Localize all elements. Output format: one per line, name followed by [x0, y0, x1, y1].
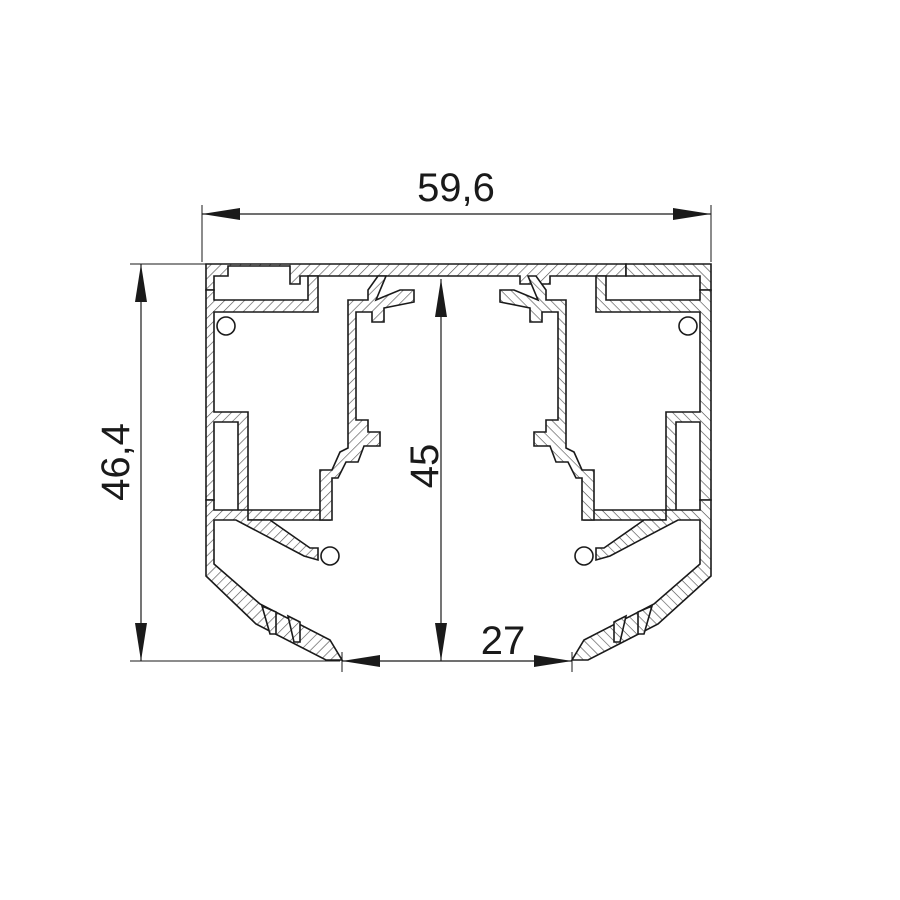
left-lower-leg — [205, 499, 344, 661]
left-slot-top — [216, 316, 236, 336]
height-dimension: 46,4 — [94, 264, 147, 661]
left-inner-wall — [319, 275, 415, 521]
left-slope-clip — [260, 604, 301, 643]
top-flange — [205, 263, 627, 291]
height-dimension-label: 46,4 — [94, 423, 138, 501]
profile-left-half — [205, 263, 627, 661]
opening-dimension: 27 — [342, 619, 572, 667]
width-dimension: 59,6 — [202, 166, 711, 220]
inner-height-dimension: 45 — [403, 279, 447, 661]
profile-right-half — [499, 263, 712, 661]
left-outer-wall — [205, 275, 331, 521]
opening-dimension-label: 27 — [481, 619, 526, 663]
inner-height-dimension-label: 45 — [403, 444, 447, 489]
aluminium-profile — [205, 263, 712, 661]
width-dimension-label: 59,6 — [417, 166, 495, 210]
left-slot-bottom — [320, 546, 340, 566]
